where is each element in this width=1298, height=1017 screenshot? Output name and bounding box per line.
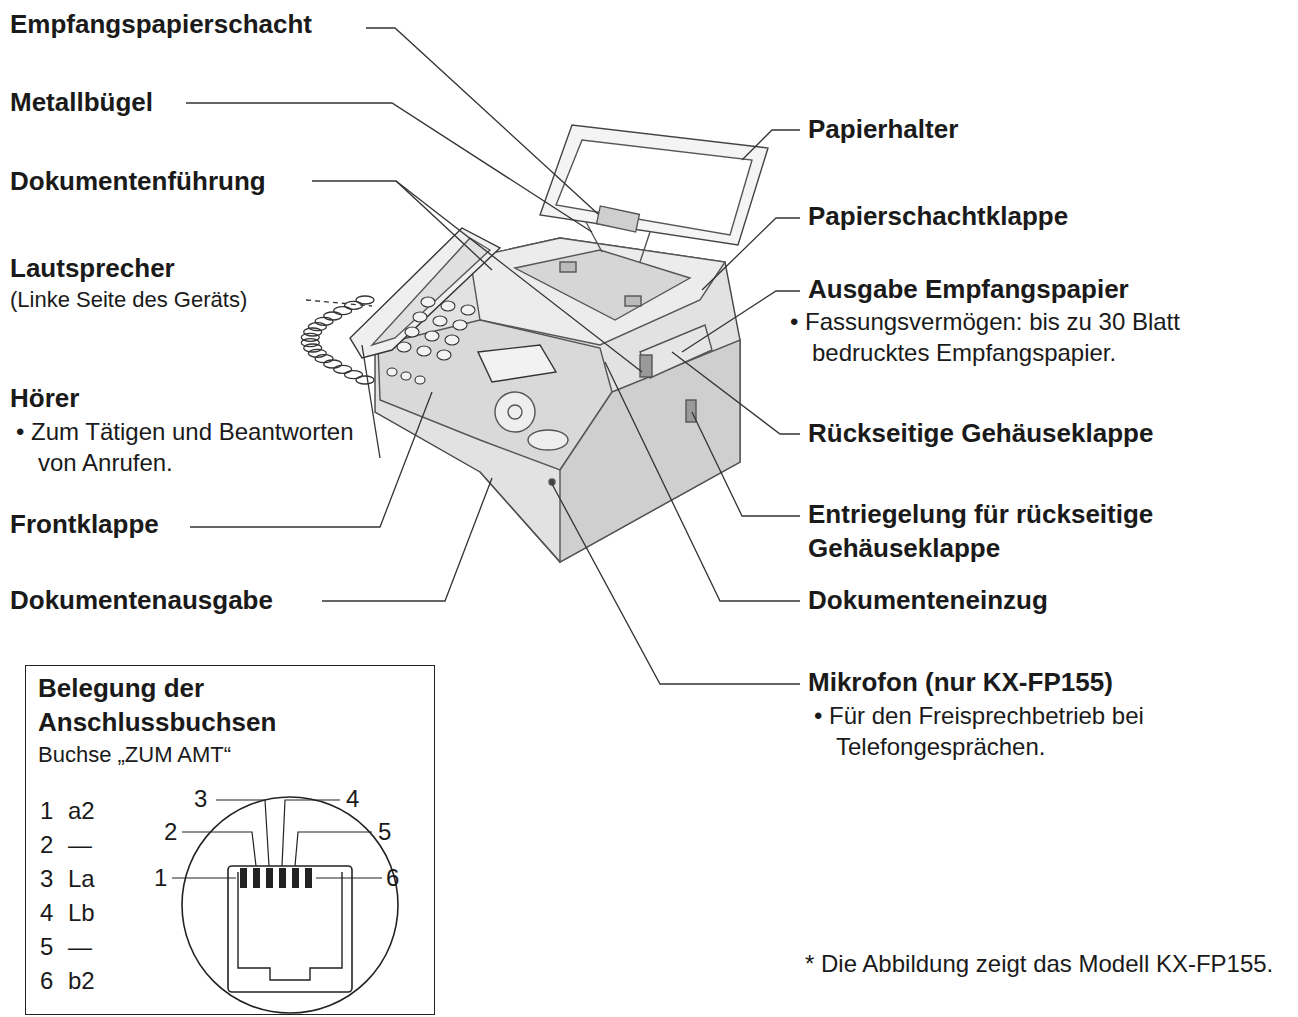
key <box>437 350 451 360</box>
part-name: Ausgabe Empfangspapier <box>808 273 1129 307</box>
footnote: * Die Abbildung zeigt das Modell KX-FP15… <box>805 948 1277 979</box>
cord-coil <box>334 307 352 315</box>
pin-number: 2 <box>40 829 53 860</box>
key <box>453 320 467 330</box>
box-subheading: Buchse „ZUM AMT“ <box>38 742 422 768</box>
jack-pin <box>305 868 312 888</box>
part-note: • Für den Freisprechbetrieb bei Telefong… <box>814 700 1256 762</box>
cord-coil <box>334 365 352 373</box>
part-name: Lautsprecher <box>10 252 175 286</box>
pin-signal: — <box>68 931 92 962</box>
cord-coil <box>324 312 342 320</box>
callout-number: 4 <box>346 783 359 814</box>
callout-number: 5 <box>378 816 391 847</box>
part-name: Mikrofon (nur KX-FP155) <box>808 666 1113 700</box>
pin-number: 4 <box>40 897 53 928</box>
pin-signal: — <box>68 829 92 860</box>
part-note: • Fassungsvermögen: bis zu 30 Blatt bedr… <box>790 306 1292 368</box>
part-name: Frontklappe <box>10 508 159 542</box>
cord-coil <box>345 301 363 309</box>
pin-signal: Lb <box>68 897 95 928</box>
key <box>413 312 427 322</box>
part-name: Papierhalter <box>808 113 958 147</box>
pin-number: 3 <box>40 863 53 894</box>
callout-number: 3 <box>194 783 207 814</box>
part-name: Rückseitige Gehäuseklappe <box>808 417 1153 451</box>
part-note: (Linke Seite des Geräts) <box>10 286 247 315</box>
cord-coil <box>356 376 374 384</box>
jack-pin <box>292 868 299 888</box>
pin-number: 1 <box>40 795 53 826</box>
pin-signal: La <box>68 863 95 894</box>
pin-signal: b2 <box>68 965 95 996</box>
cord-coil <box>304 328 322 336</box>
part-name: Papierschachtklappe <box>808 200 1068 234</box>
jack-pin <box>266 868 273 888</box>
part-name: Empfangspapierschacht <box>10 8 312 42</box>
cord-coil <box>356 296 374 304</box>
part-name: Entriegelung für rückseitige Gehäuseklap… <box>808 498 1268 566</box>
part-note: • Zum Tätigen und Beantworten von Anrufe… <box>16 416 388 478</box>
key <box>445 335 459 345</box>
pin-number: 5 <box>40 931 53 962</box>
key <box>421 297 435 307</box>
jack-pin <box>240 868 247 888</box>
key <box>425 331 439 341</box>
key <box>433 316 447 326</box>
part-name: Metallbügel <box>10 86 153 120</box>
cord-coil <box>324 360 342 368</box>
part-name: Dokumentenausgabe <box>10 584 273 618</box>
callout-number: 1 <box>154 862 167 893</box>
key <box>461 305 475 315</box>
pin-signal: a2 <box>68 795 95 826</box>
cord-coil <box>308 323 326 331</box>
cord-coil <box>301 339 319 347</box>
cord-coil <box>304 344 322 352</box>
callout-number: 2 <box>164 816 177 847</box>
key <box>397 342 411 352</box>
key <box>417 346 431 356</box>
jack-pin <box>253 868 260 888</box>
cord-coil <box>345 371 363 379</box>
callout-number: 6 <box>386 862 399 893</box>
key <box>405 327 419 337</box>
part-name: Hörer <box>10 382 79 416</box>
pin-number: 6 <box>40 965 53 996</box>
key <box>387 368 397 376</box>
key <box>415 376 425 384</box>
key <box>441 301 455 311</box>
cord-coil <box>315 355 333 363</box>
key <box>401 372 411 380</box>
jack-pin <box>279 868 286 888</box>
part-name: Dokumenteneinzug <box>808 584 1048 618</box>
part-name: Dokumentenführung <box>10 165 266 199</box>
box-heading: Belegung der Anschlussbuchsen <box>38 672 328 740</box>
